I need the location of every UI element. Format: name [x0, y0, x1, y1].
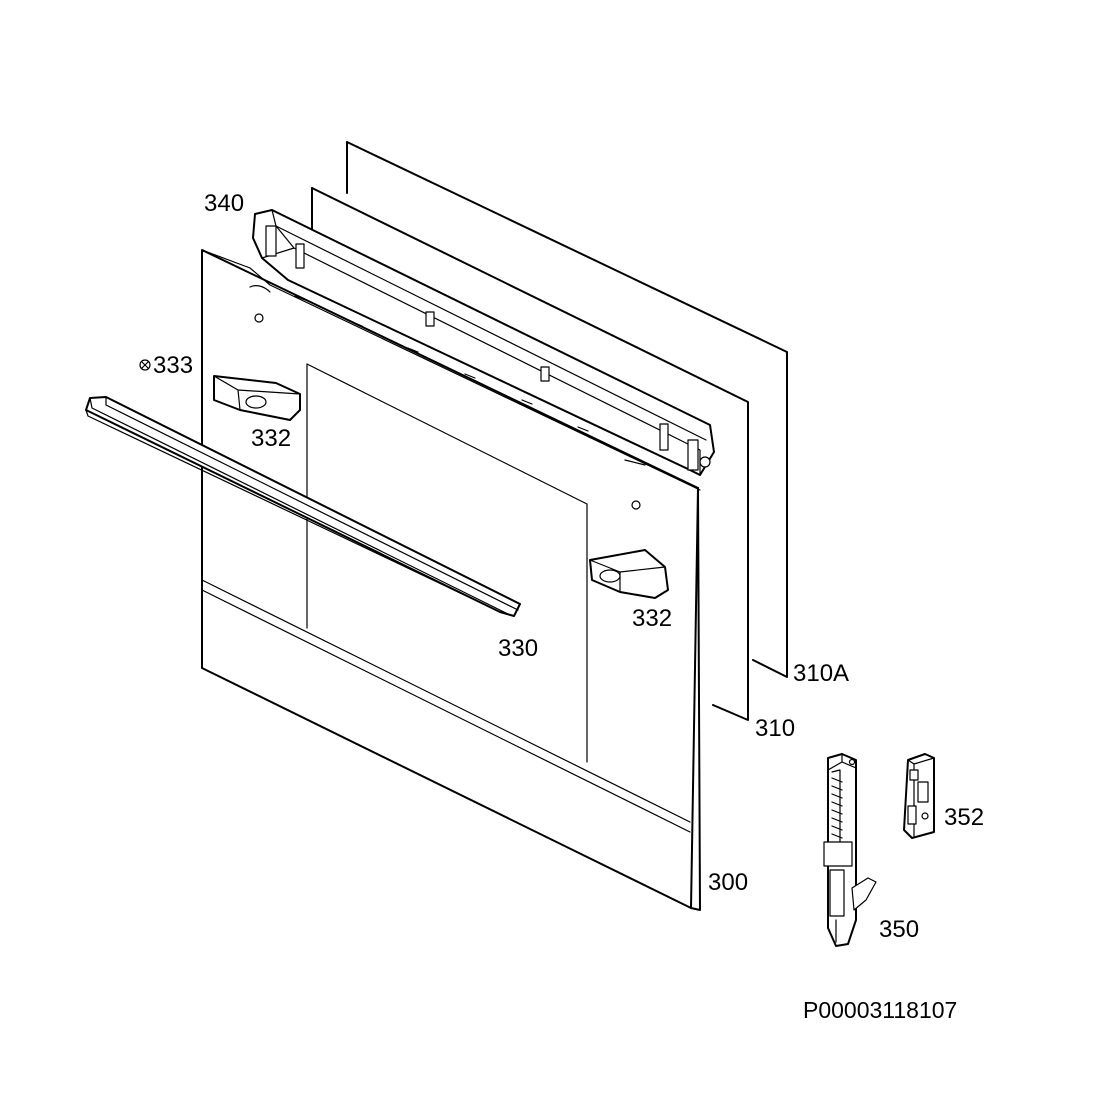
label-352: 352 — [944, 804, 984, 831]
label-300: 300 — [708, 869, 748, 896]
glass-panel-310 — [311, 187, 749, 721]
label-350: 350 — [879, 916, 919, 943]
drawing-code: P00003118107 — [803, 997, 957, 1023]
glass-panel-310a — [346, 141, 788, 678]
hinge-bracket-332-right — [589, 549, 669, 599]
screw-333-icon — [139, 359, 151, 371]
door-handle-330 — [85, 396, 521, 617]
label-330: 330 — [498, 635, 538, 662]
label-333: 333 — [153, 352, 193, 379]
label-332-left: 332 — [251, 425, 291, 452]
hinge-receiver-352 — [903, 753, 935, 839]
hinge-bracket-332-left — [213, 375, 301, 421]
label-310: 310 — [755, 715, 795, 742]
label-332-right: 332 — [632, 605, 672, 632]
label-340: 340 — [204, 190, 244, 217]
hinge-350 — [823, 753, 877, 947]
label-310a: 310A — [793, 660, 849, 687]
top-profile-340 — [252, 209, 715, 476]
